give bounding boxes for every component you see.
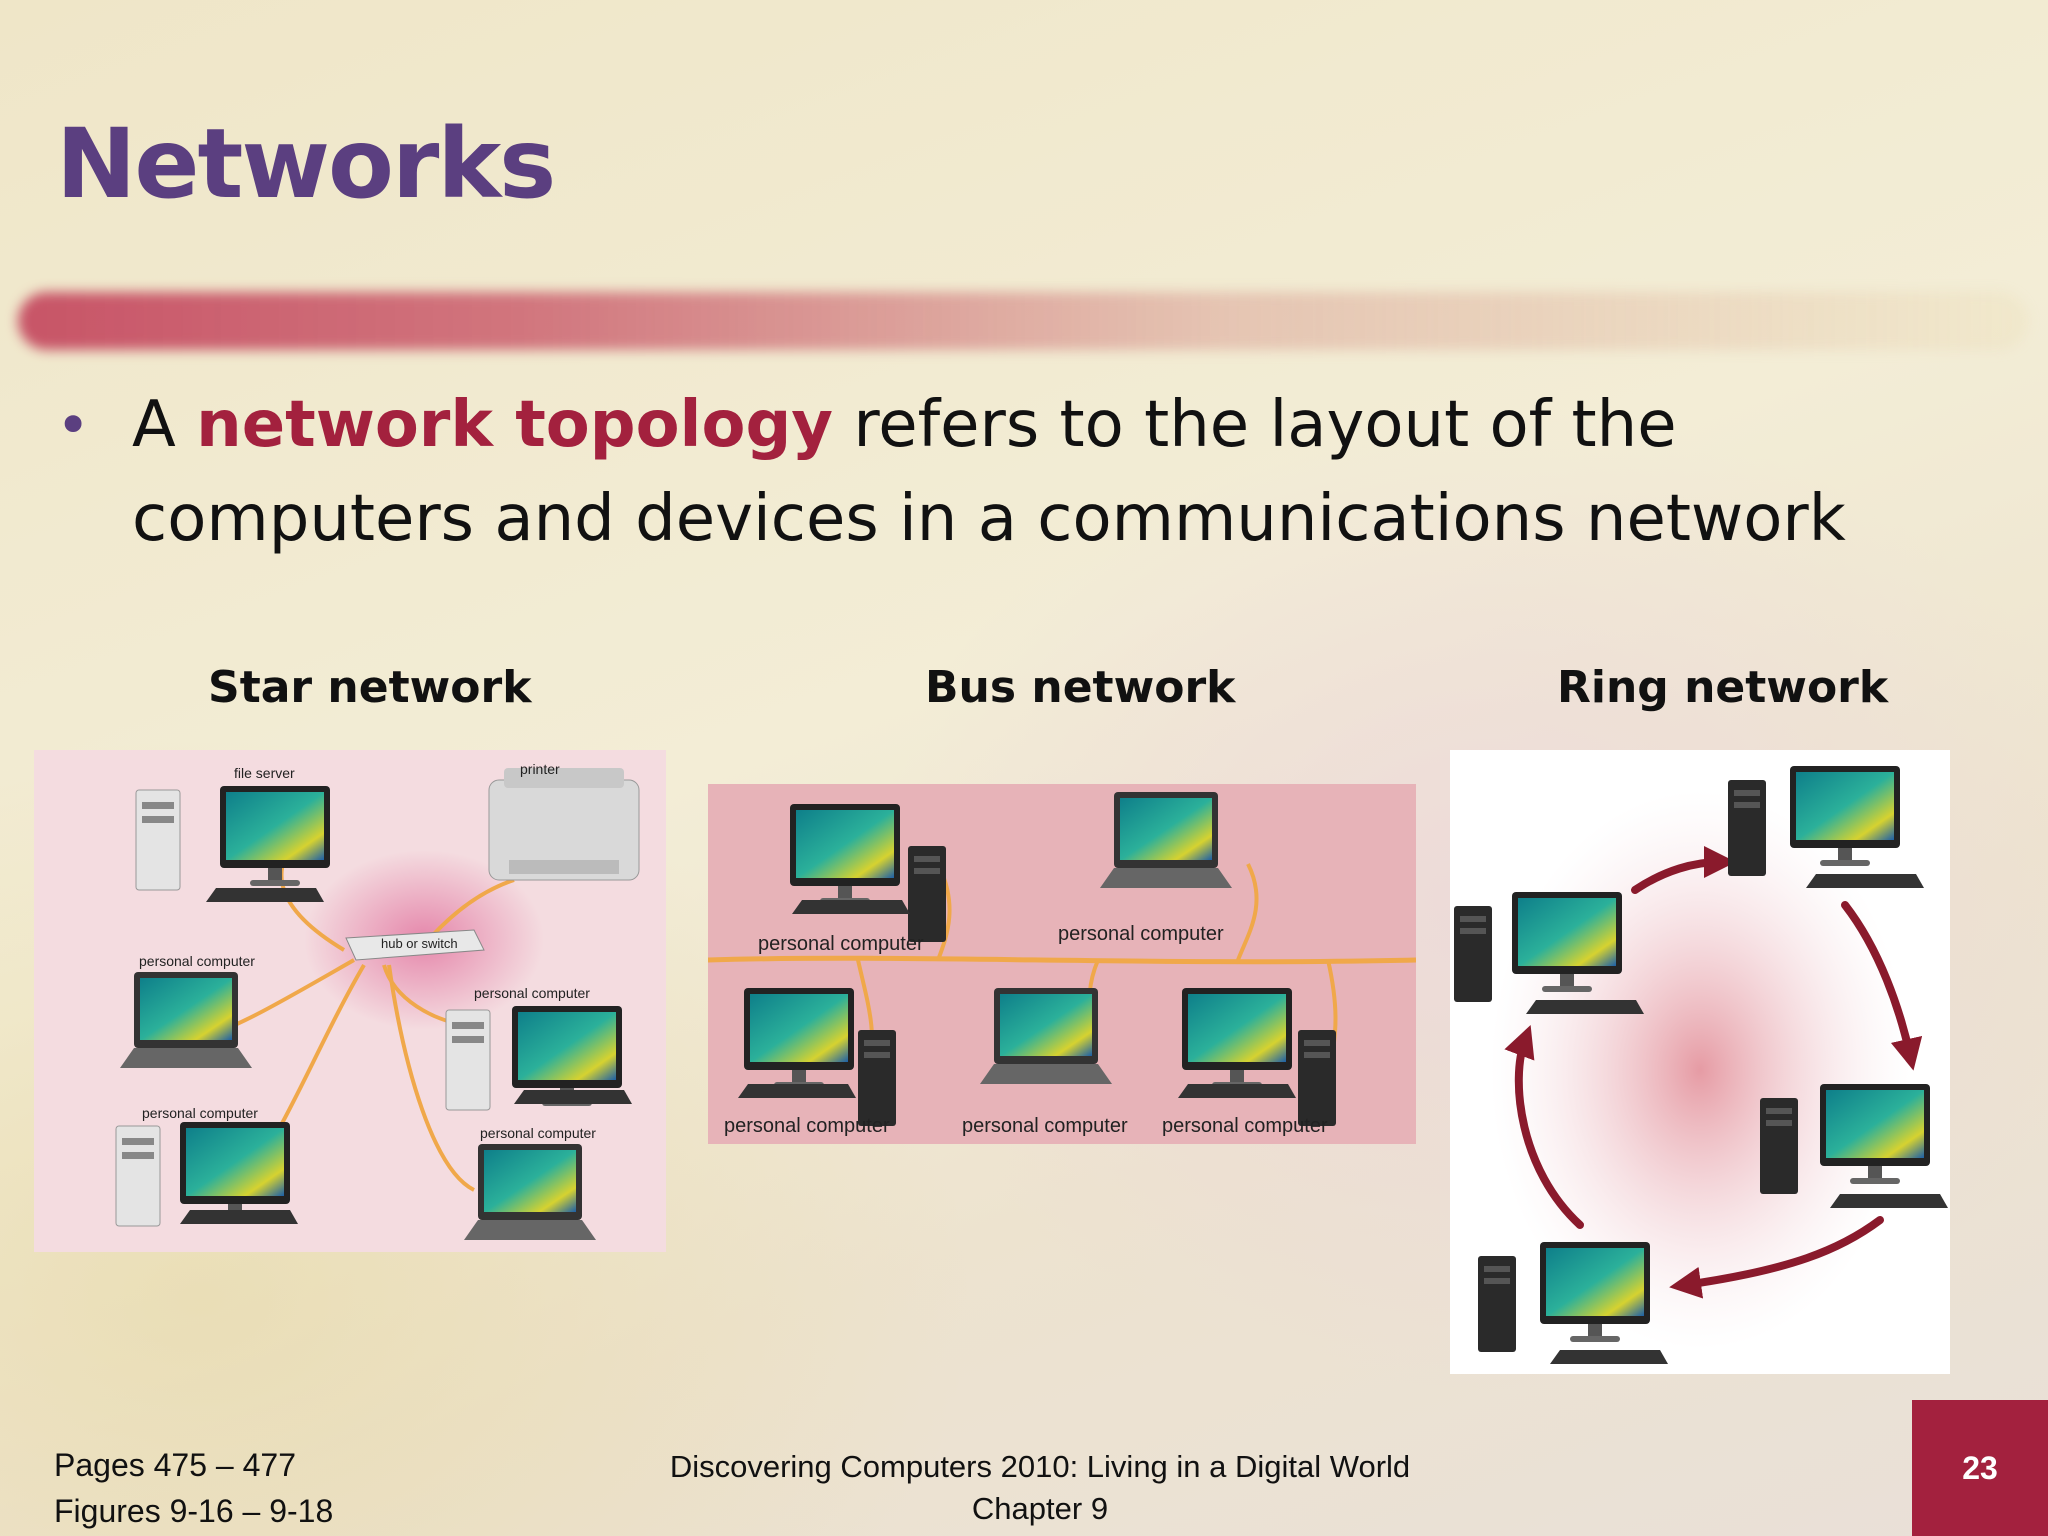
star-network-diagram: file server printer hub or switch person…	[34, 750, 666, 1252]
slide-title: Networks	[56, 108, 556, 220]
ring-network-diagram	[1450, 750, 1950, 1374]
bus-pc-label-2: personal computer	[1058, 923, 1224, 945]
bus-network-diagram: personal computer personal computer pers…	[708, 784, 1416, 1144]
star-pc-right-bottom	[464, 1144, 596, 1240]
bullet-point: • A network topology refers to the layou…	[56, 378, 2016, 566]
bus-pc-top-right	[1100, 792, 1232, 888]
bus-pc-bottom-mid	[980, 988, 1112, 1084]
bullet-suffix: refers to the layout of the computers an…	[132, 388, 1846, 556]
star-pc-left-bottom	[115, 1122, 298, 1227]
bus-pc-label-3: personal computer	[724, 1115, 890, 1137]
bullet-dot-icon: •	[56, 391, 91, 459]
footer-pages: Pages 475 – 477	[54, 1447, 296, 1483]
caption-bus-network: Bus network	[925, 662, 1236, 713]
footer-book-title: Discovering Computers 2010: Living in a …	[669, 1449, 1411, 1484]
hub-switch-node	[345, 929, 485, 961]
star-pc-label-3: personal computer	[142, 1105, 258, 1121]
star-pc-label-4: personal computer	[480, 1125, 596, 1141]
bullet-highlight: network topology	[196, 388, 833, 462]
file-server-label: file server	[234, 765, 295, 781]
bus-pc-label-4: personal computer	[962, 1115, 1128, 1137]
bullet-prefix: A	[132, 388, 197, 462]
footer-references: Pages 475 – 477 Figures 9-16 – 9-18	[54, 1442, 333, 1534]
star-pc-label-1: personal computer	[139, 953, 255, 969]
hub-label: hub or switch	[381, 936, 458, 951]
bus-pc-label-1: personal computer	[758, 933, 924, 955]
page-number-badge: 23	[1912, 1400, 2048, 1536]
caption-ring-network: Ring network	[1557, 662, 1889, 713]
star-pc-right-mid	[445, 1006, 632, 1111]
bus-pc-label-5: personal computer	[1162, 1115, 1328, 1137]
footer-book-info: Discovering Computers 2010: Living in a …	[620, 1446, 1460, 1530]
printer-label: printer	[520, 761, 560, 777]
star-pc-left-mid	[120, 972, 252, 1068]
caption-star-network: Star network	[208, 662, 532, 713]
footer-chapter: Chapter 9	[971, 1491, 1109, 1526]
star-pc-label-2: personal computer	[474, 985, 590, 1001]
title-underline-bar	[18, 292, 2028, 350]
footer-figures: Figures 9-16 – 9-18	[54, 1493, 334, 1529]
bullet-text: A network topology refers to the layout …	[132, 378, 2016, 566]
printer-node	[488, 768, 640, 881]
